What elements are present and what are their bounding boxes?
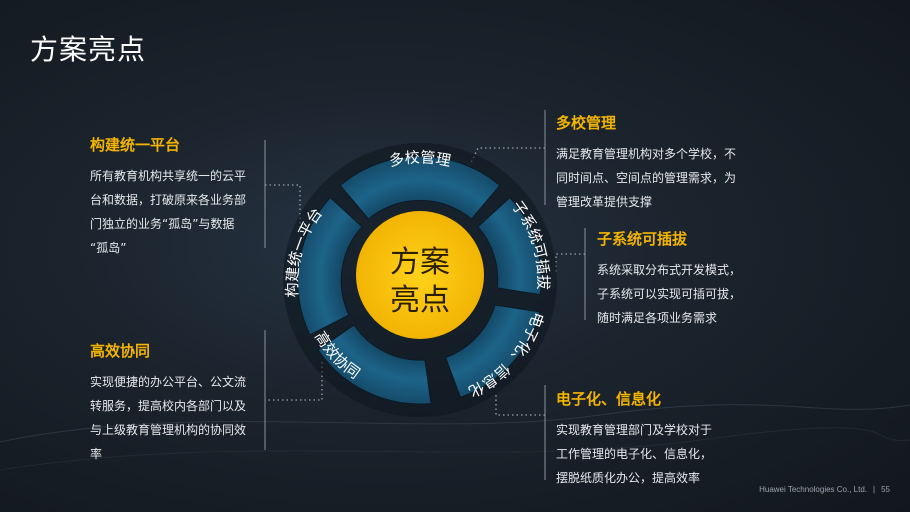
feature-description: 满足教育管理机构对多个学校，不 同时间点、空间点的管理需求，为 管理改革提供支撑 [556,142,736,214]
feature-title: 多校管理 [556,114,617,132]
ring-segment-collaboration [317,324,432,405]
center-label-line2: 亮点 [390,283,450,318]
feature-description: 系统采取分布式开发模式， 子系统可以实现可插可拔， 随时满足各项业务需求 [597,258,741,330]
feature-collaboration: 高效协同 实现便捷的办公平台、公文流 转服务，提高校内各部门以及 与上级教育管理… [90,340,246,466]
page-title: 方案亮点 [30,33,147,66]
ring-segment-unified-platform [297,196,363,336]
feature-description-line: 转服务，提高校内各部门以及 [90,399,247,413]
footer-separator: | [873,485,876,494]
center-circle [356,211,484,339]
footer-company: Huawei Technologies Co., Ltd. [759,485,868,494]
ring-segments [297,155,542,405]
connector-line [265,184,301,228]
feature-title: 电子化、信息化 [556,390,662,408]
footer: Huawei Technologies Co., Ltd. | 55 [759,485,890,494]
feature-description-line: 摆脱纸质化办公，提高效率 [556,471,701,485]
feature-pluggable: 子系统可插拔 系统采取分布式开发模式， 子系统可以实现可插可拔， 随时满足各项业… [597,228,741,330]
feature-unified-platform: 构建统一平台 所有教育机构共享统一的云平 台和数据，打破原来各业务部 门独立的业… [90,134,246,260]
feature-description-line: “孤岛” [90,241,127,255]
ring-segment-pluggable [477,196,542,296]
feature-description-line: 随时满足各项业务需求 [597,311,718,325]
feature-title: 高效协同 [90,342,151,360]
feature-description-line: 所有教育机构共享统一的云平 [90,169,247,183]
feature-description-line: 台和数据，打破原来各业务部 [90,193,247,207]
feature-description-line: 同时间点、空间点的管理需求，为 [556,171,737,185]
feature-description-line: 工作管理的电子化、信息化， [556,447,713,461]
feature-description: 所有教育机构共享统一的云平 台和数据，打破原来各业务部 门独立的业务“孤岛”与数… [90,164,246,260]
ring-segment-digitalization [444,304,541,398]
feature-title: 构建统一平台 [90,136,181,154]
feature-description-line: 管理改革提供支撑 [556,195,653,209]
center-label-line1: 方案 [390,245,450,280]
feature-description-line: 门独立的业务“孤岛”与数据 [90,217,235,231]
feature-description-line: 满足教育管理机构对多个学校，不 [556,147,737,161]
feature-description: 实现便捷的办公平台、公文流 转服务，提高校内各部门以及 与上级教育管理机构的协同… [90,370,246,466]
feature-description-line: 与上级教育管理机构的协同效 [90,423,247,437]
feature-title: 子系统可插拔 [597,230,688,248]
feature-description-line: 系统采取分布式开发模式， [597,263,742,277]
feature-multi-campus: 多校管理 满足教育管理机构对多个学校，不 同时间点、空间点的管理需求，为 管理改… [556,112,736,214]
feature-description-line: 子系统可以实现可插可拔， [597,287,742,301]
feature-description-line: 实现便捷的办公平台、公文流 [90,375,247,389]
feature-description: 实现教育管理部门及学校对于 工作管理的电子化、信息化， 摆脱纸质化办公，提高效率 [556,418,712,490]
feature-digitalization: 电子化、信息化 实现教育管理部门及学校对于 工作管理的电子化、信息化， 摆脱纸质… [556,388,712,490]
feature-description-line: 率 [90,447,103,461]
feature-description-line: 实现教育管理部门及学校对于 [556,423,713,437]
page-number: 55 [881,485,890,494]
ring-segment-multi-campus [339,155,501,220]
